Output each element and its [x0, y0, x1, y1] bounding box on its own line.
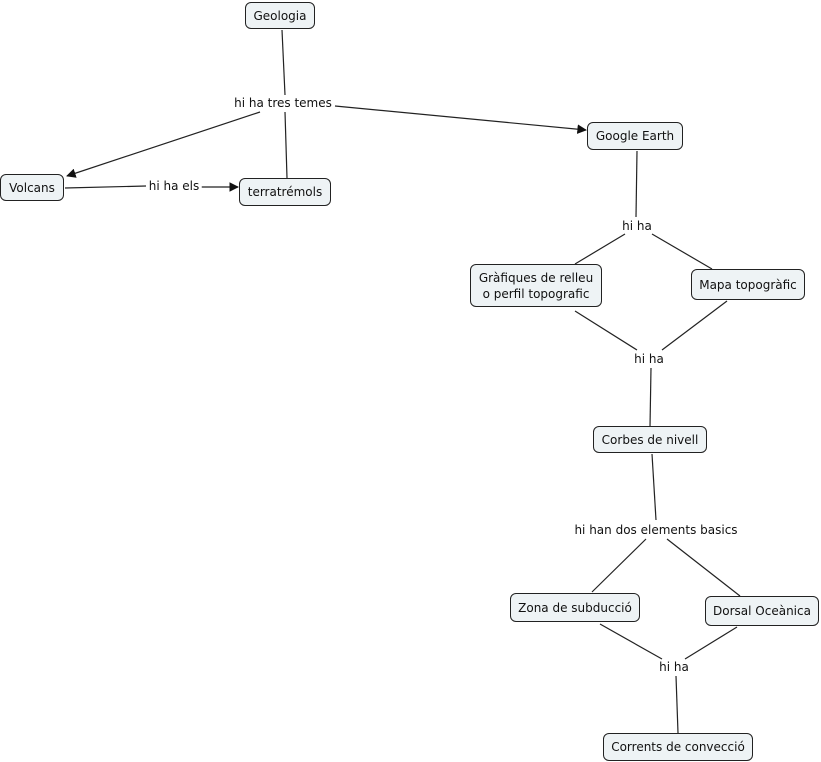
link-label-hi-ha-1: hi ha	[620, 219, 654, 233]
concept-corrents-de-conveccio-label: Corrents de convecció	[611, 740, 745, 754]
edge-mapa-hi-ha-2	[661, 300, 728, 351]
concept-corbes-de-nivell-label: Corbes de nivell	[601, 432, 699, 447]
edge-hi-ha-grafiques	[574, 233, 626, 265]
link-label-dos-elements: hi han dos elements basics	[572, 523, 740, 537]
concept-corbes-de-nivell[interactable]: Corbes de nivell	[593, 426, 707, 453]
edge-grafiques-hi-ha-2	[574, 310, 638, 351]
concept-volcans-label: Volcans	[9, 180, 55, 195]
concept-corrents-de-conveccio[interactable]: Corrents de convecció	[603, 733, 753, 761]
edge-dorsal-hi-ha-3	[684, 626, 738, 660]
concept-google-earth[interactable]: Google Earth	[587, 122, 683, 150]
concept-google-earth-label: Google Earth	[595, 129, 675, 143]
edge-tres-temes-google-earth	[334, 105, 587, 134]
concept-mapa-topografic-label: Mapa topogràfic	[699, 277, 797, 292]
edge-volcans-hi-ha-els	[64, 185, 147, 189]
edge-tres-temes-terratremols	[284, 111, 288, 179]
edge-google-earth-hi-ha	[635, 150, 638, 218]
concept-grafiques[interactable]: Gràfiques de relleu o perfil topografic	[470, 264, 602, 307]
concept-zona-de-subduccio[interactable]: Zona de subducció	[510, 593, 640, 622]
edge-hi-ha-2-corbes	[649, 367, 652, 428]
edge-dos-elements-zona	[591, 538, 647, 593]
edge-hi-ha-3-corrents	[675, 675, 679, 734]
edge-dos-elements-dorsal	[666, 538, 741, 597]
edge-hi-ha-mapa	[651, 233, 713, 270]
link-label-hi-ha-els: hi ha els	[146, 179, 202, 193]
link-label-hi-ha-3: hi ha	[657, 660, 691, 674]
concept-terratremols-label: terratrémols	[247, 185, 323, 199]
concept-dorsal-oceanica-label: Dorsal Oceànica	[713, 604, 811, 618]
edge-corbes-dos-elements	[651, 453, 657, 521]
edge-zona-hi-ha-3	[599, 623, 663, 660]
edge-tres-temes-volcans	[66, 111, 261, 178]
concept-terratremols[interactable]: terratrémols	[239, 178, 331, 206]
edge-geologia-tres-temes	[281, 29, 286, 96]
concept-volcans[interactable]: Volcans	[0, 174, 64, 201]
concept-zona-de-subduccio-label: Zona de subducció	[518, 600, 632, 615]
link-label-hi-ha-2: hi ha	[632, 352, 666, 366]
link-label-tres-temes: hi ha tres temes	[232, 96, 334, 110]
concept-dorsal-oceanica[interactable]: Dorsal Oceànica	[705, 596, 819, 626]
concept-grafiques-label: Gràfiques de relleu o perfil topografic	[478, 270, 594, 301]
concept-mapa-topografic[interactable]: Mapa topogràfic	[691, 269, 805, 300]
concept-geologia-label: Geologia	[253, 8, 307, 23]
concept-geologia[interactable]: Geologia	[245, 2, 315, 29]
